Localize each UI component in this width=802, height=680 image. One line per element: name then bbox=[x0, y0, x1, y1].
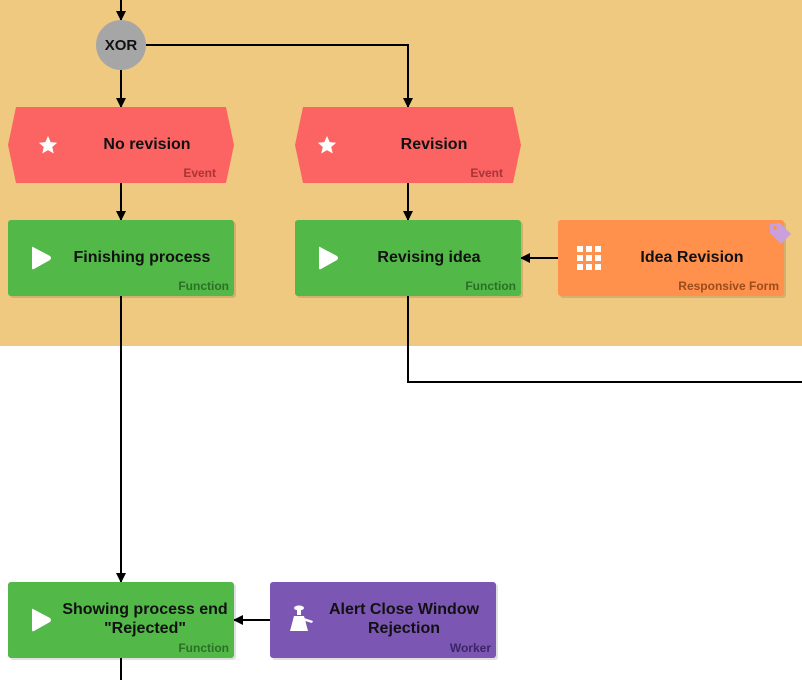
star-icon bbox=[37, 134, 59, 156]
function-title-line2: "Rejected" bbox=[104, 620, 186, 637]
function-revising-idea[interactable]: Revising idea Function bbox=[295, 220, 521, 296]
xor-label: XOR bbox=[104, 36, 138, 54]
form-title: Idea Revision bbox=[640, 249, 744, 266]
tag-icon[interactable] bbox=[766, 220, 794, 248]
event-type: Event bbox=[470, 166, 503, 180]
function-type: Function bbox=[465, 279, 516, 293]
worker-title-line1: Alert Close Window bbox=[328, 601, 480, 618]
function-title: Revising idea bbox=[377, 249, 481, 266]
play-icon bbox=[319, 246, 338, 270]
star-icon bbox=[316, 134, 338, 156]
event-revision[interactable]: Revision Event bbox=[295, 107, 521, 183]
form-idea-revision[interactable]: Idea Revision Responsive Form bbox=[558, 220, 791, 296]
function-showing-process-end[interactable]: Showing process end "Rejected" Function bbox=[8, 582, 234, 658]
function-title: Showing process end "Rejected" bbox=[58, 600, 232, 638]
play-icon bbox=[32, 246, 51, 270]
function-finishing-process[interactable]: Finishing process Function bbox=[8, 220, 234, 296]
worker-alert-close-window[interactable]: Alert Close Window Rejection Worker bbox=[270, 582, 496, 658]
edge-revising-out bbox=[407, 296, 802, 383]
worker-title-line2: Rejection bbox=[367, 620, 440, 637]
worker-icon bbox=[290, 605, 313, 631]
event-no-revision[interactable]: No revision Event bbox=[8, 107, 234, 183]
function-type: Function bbox=[178, 641, 229, 655]
event-type: Event bbox=[183, 166, 216, 180]
edge-xor-to-revision bbox=[146, 44, 413, 108]
event-title: No revision bbox=[103, 136, 191, 153]
xor-gateway[interactable]: XOR bbox=[96, 20, 146, 70]
function-title: Finishing process bbox=[73, 249, 211, 266]
function-type: Function bbox=[178, 279, 229, 293]
function-title-line1: Showing process end bbox=[62, 601, 228, 618]
play-icon bbox=[32, 608, 51, 632]
form-type: Responsive Form bbox=[678, 279, 779, 293]
worker-type: Worker bbox=[449, 641, 491, 655]
grid-icon bbox=[577, 246, 601, 270]
event-title: Revision bbox=[400, 136, 468, 153]
worker-title: Alert Close Window Rejection bbox=[320, 600, 488, 638]
